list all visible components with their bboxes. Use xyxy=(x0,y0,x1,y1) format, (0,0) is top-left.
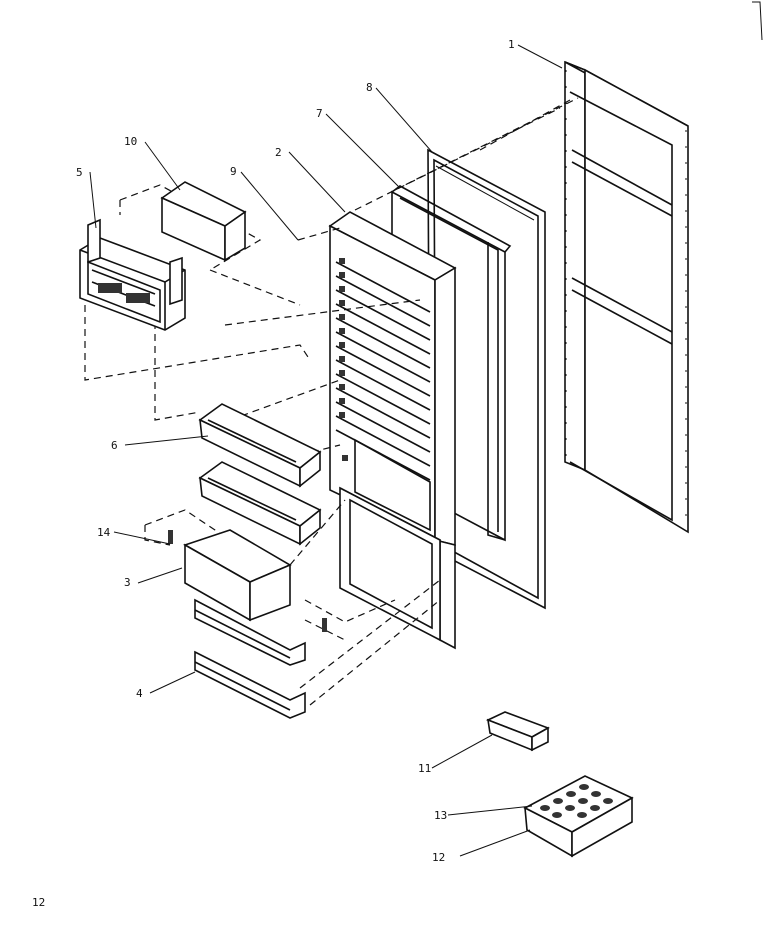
label-part-5: 5 xyxy=(76,166,83,179)
part-lower-shelves xyxy=(168,529,327,719)
part-door-liner xyxy=(328,211,457,650)
label-part-13: 13 xyxy=(434,809,447,822)
label-part-12: 12 xyxy=(432,851,445,864)
part-ice-tray xyxy=(523,775,634,858)
part-door-frame xyxy=(564,60,689,534)
label-part-1: 1 xyxy=(508,38,515,51)
label-part-3: 3 xyxy=(124,576,131,589)
part-number-labels: 1 2 3 4 5 6 7 8 9 10 11 12 13 14 xyxy=(76,38,515,864)
label-part-4: 4 xyxy=(136,687,143,700)
assembly-dashed-lines xyxy=(84,97,579,706)
leader-lines xyxy=(89,44,563,857)
label-part-14: 14 xyxy=(97,526,111,539)
label-part-6: 6 xyxy=(111,439,118,452)
part-small-tray xyxy=(485,711,550,752)
label-part-11: 11 xyxy=(418,762,431,775)
label-part-2: 2 xyxy=(275,146,282,159)
part-door-bins xyxy=(198,403,322,546)
part-dairy-compartment xyxy=(79,218,186,331)
part-dairy-door xyxy=(160,181,247,262)
page-number: 12 xyxy=(32,896,45,909)
scan-edge-mark xyxy=(752,1,763,41)
label-part-10: 10 xyxy=(124,135,137,148)
label-part-9: 9 xyxy=(230,165,237,178)
label-part-7: 7 xyxy=(316,107,323,120)
label-part-8: 8 xyxy=(366,81,373,94)
